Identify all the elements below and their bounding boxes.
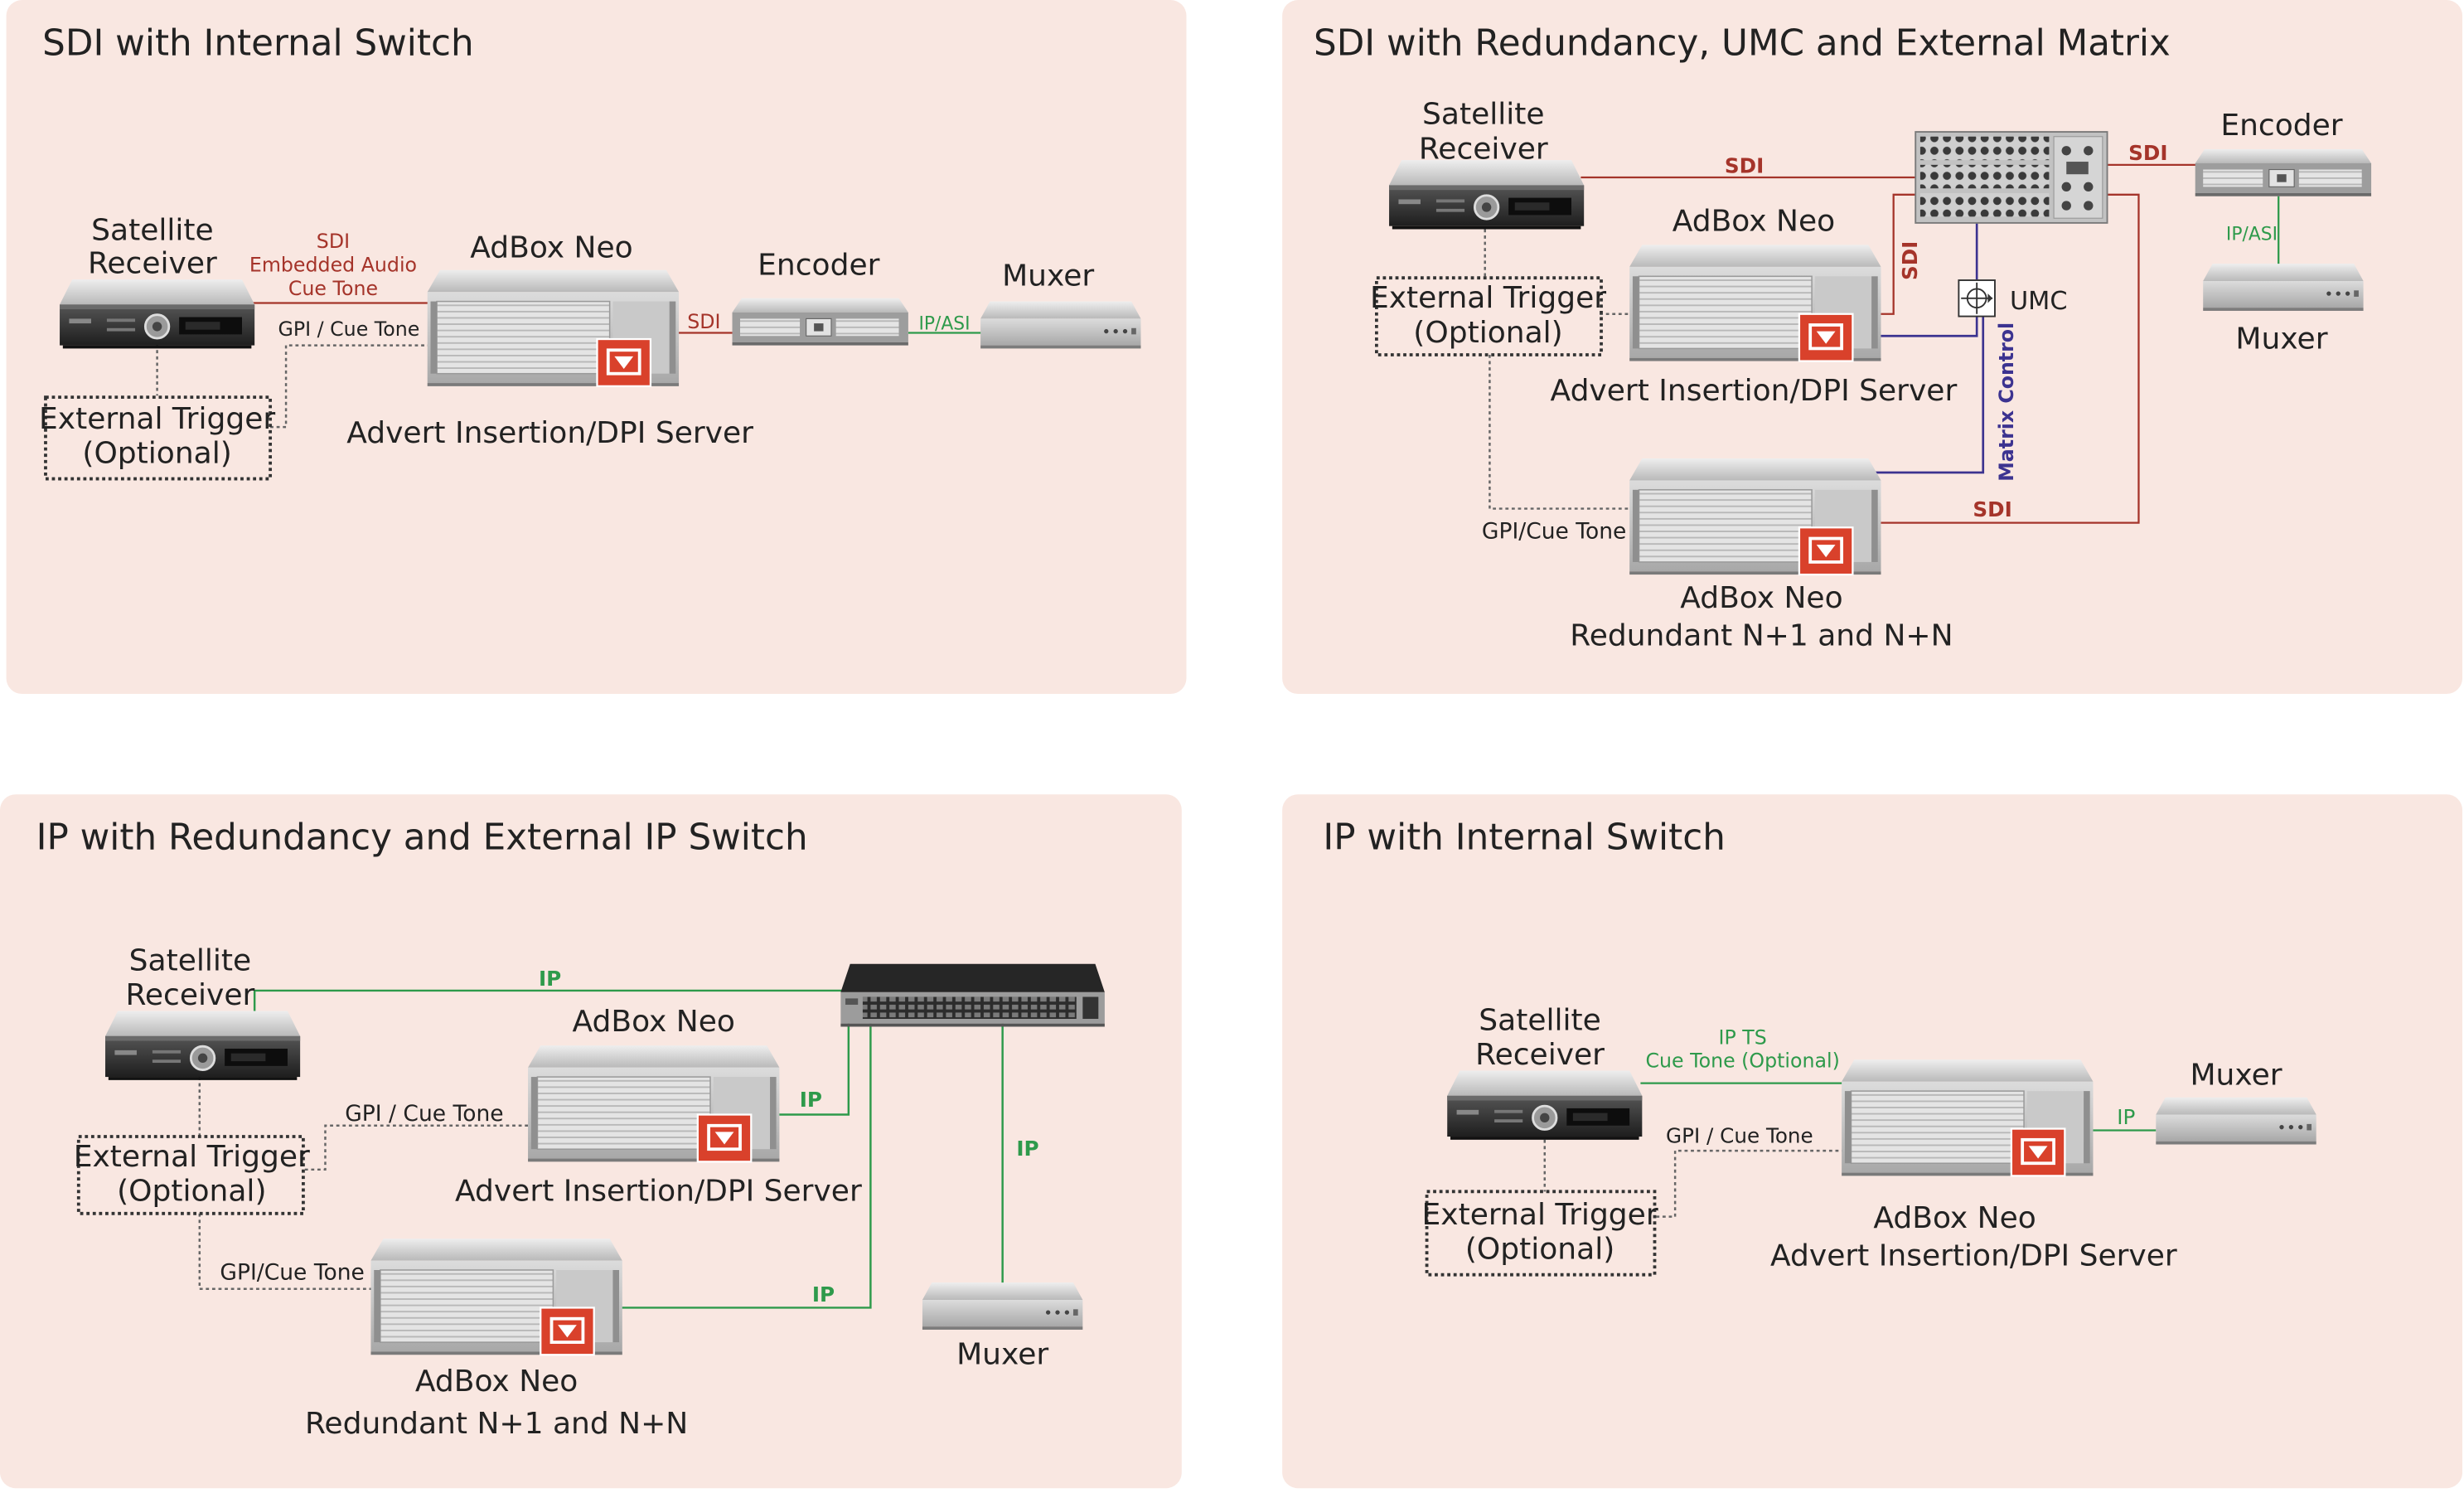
adbox-server-device (1840, 1058, 2095, 1178)
sdi-adbox-line (1874, 193, 1916, 315)
muxer-label: Muxer (956, 1338, 1048, 1372)
sdi-input-label: SDI (1725, 153, 1764, 177)
panel-sdi-redundancy-umc: SDI with Redundancy, UMC and External Ma… (1282, 0, 2463, 695)
satellite-label-2: Receiver (125, 978, 254, 1012)
matrix-control-label: Matrix Control (1995, 322, 2018, 482)
adbox-label: AdBox Neo (1873, 1201, 2036, 1235)
adbox-redundant-label: AdBox Neo (1680, 581, 1842, 615)
ip-redundant-switch-line (619, 1023, 872, 1309)
trigger-label-2: (Optional) (1465, 1233, 1614, 1267)
cue-tone-optional-label: Cue Tone (Optional) (1645, 1050, 1839, 1073)
gpi-label: GPI / Cue Tone (278, 318, 419, 341)
ip-adbox-label: IP (800, 1088, 822, 1112)
muxer-label: Muxer (2235, 322, 2327, 356)
satellite-label-1: Satellite (1422, 98, 1545, 132)
muxer-device (2156, 1097, 2316, 1145)
external-trigger-box (44, 395, 273, 481)
encoder-label: Encoder (2220, 109, 2342, 143)
sdi-vertical-label: SDI (1898, 241, 1922, 280)
sdi-label: SDI (317, 230, 350, 253)
advert-server-label: Advert Insertion/DPI Server (1770, 1239, 2177, 1273)
embedded-audio-label: Embedded Audio (249, 254, 417, 277)
satellite-receiver-device (1445, 1069, 1643, 1142)
panel-sdi-internal-switch: SDI with Internal Switch Satellite Recei… (6, 0, 1187, 695)
satellite-label-1: Satellite (1479, 1003, 1601, 1037)
satellite-label-1: Satellite (129, 943, 252, 977)
satellite-label-1: Satellite (91, 214, 214, 248)
muxer-device (2203, 264, 2364, 311)
panel-title: SDI with Redundancy, UMC and External Ma… (1314, 22, 2171, 64)
umc-device (1958, 279, 1996, 318)
ip-receiver-switch-line (253, 989, 846, 1011)
muxer-label: Muxer (2190, 1059, 2282, 1093)
external-trigger-box (1425, 1190, 1657, 1277)
matrix-router-device (1915, 131, 2108, 224)
panel-title: SDI with Internal Switch (42, 22, 473, 64)
ip-muxer-label: IP (1016, 1137, 1038, 1161)
adbox-redundant-device (1628, 457, 1883, 576)
ip-output-label: IP (2117, 1105, 2135, 1129)
redundant-label: Redundant N+1 and N+N (1570, 618, 1953, 652)
sdi-encoder-label: SDI (2128, 141, 2167, 165)
panel-title: IP with Internal Switch (1323, 817, 1725, 859)
adbox-label: AdBox Neo (1673, 204, 1835, 238)
muxer-label: Muxer (1002, 259, 1094, 293)
trigger-label-1: External Trigger (39, 402, 275, 436)
redundant-label: Redundant N+1 and N+N (305, 1407, 688, 1441)
ipasi-label: IP/ASI (918, 314, 970, 335)
encoder-device (2194, 148, 2373, 197)
adbox-label: AdBox Neo (573, 1005, 735, 1039)
adbox-server-device (425, 268, 680, 388)
ip-switch-device (840, 963, 1105, 1027)
ip-ts-label: IP TS (1719, 1025, 1767, 1049)
gpi-label: GPI / Cue Tone (345, 1101, 503, 1127)
adbox-redundant-label: AdBox Neo (415, 1365, 578, 1399)
satellite-label-2: Receiver (1475, 1038, 1605, 1072)
advert-server-label: Advert Insertion/DPI Server (455, 1175, 862, 1209)
trigger-label-2: (Optional) (82, 437, 231, 471)
gpi-line (1489, 354, 1632, 510)
satellite-label-2: Receiver (1419, 132, 1548, 166)
sdi-output-label: SDI (687, 310, 720, 333)
muxer-device (922, 1282, 1083, 1330)
adbox-server-device (526, 1044, 782, 1164)
trigger-label-2: (Optional) (1413, 316, 1562, 350)
cue-tone-label: Cue Tone (288, 277, 378, 300)
satellite-receiver-device (1387, 158, 1585, 230)
panel-ip-internal-switch: IP with Internal Switch Satellite Receiv… (1282, 794, 2463, 1489)
trigger-label-1: External Trigger (1422, 1198, 1658, 1232)
gpi-redundant-label: GPI/Cue Tone (220, 1259, 364, 1285)
panel-ip-redundancy-switch: IP with Redundancy and External IP Switc… (0, 794, 1182, 1489)
ipasi-label: IP/ASI (2226, 225, 2278, 245)
gpi-label: GPI / Cue Tone (1666, 1124, 1813, 1148)
satellite-label-2: Receiver (88, 247, 217, 281)
adbox-redundant-device (369, 1237, 624, 1357)
matrix-control-line-main (1874, 317, 1978, 337)
matrix-control-line-redundant (1874, 317, 1985, 474)
sdi-redundant-label: SDI (1973, 497, 2011, 521)
sdi-redundant-line (1874, 193, 2140, 524)
panel-title: IP with Redundancy and External IP Switc… (36, 817, 808, 859)
ip-top-label: IP (539, 967, 561, 991)
ip-adbox-switch-line (774, 1023, 850, 1116)
satellite-receiver-device (104, 1010, 302, 1082)
ip-redundant-label: IP (812, 1282, 835, 1307)
umc-label: UMC (2010, 287, 2068, 316)
encoder-label: Encoder (758, 248, 879, 282)
gpi-label: GPI/Cue Tone (1482, 519, 1626, 545)
encoder-device (731, 297, 909, 347)
advert-server-label: Advert Insertion/DPI Server (1551, 374, 1958, 408)
adbox-server-device (1628, 243, 1883, 363)
muxer-device (980, 301, 1141, 349)
trigger-label-2: (Optional) (117, 1175, 266, 1209)
adbox-label: AdBox Neo (470, 231, 632, 265)
trigger-label-1: External Trigger (1370, 281, 1606, 315)
advert-server-label: Advert Insertion/DPI Server (346, 416, 753, 450)
satellite-receiver-device (58, 278, 256, 350)
trigger-label-1: External Trigger (74, 1140, 310, 1174)
